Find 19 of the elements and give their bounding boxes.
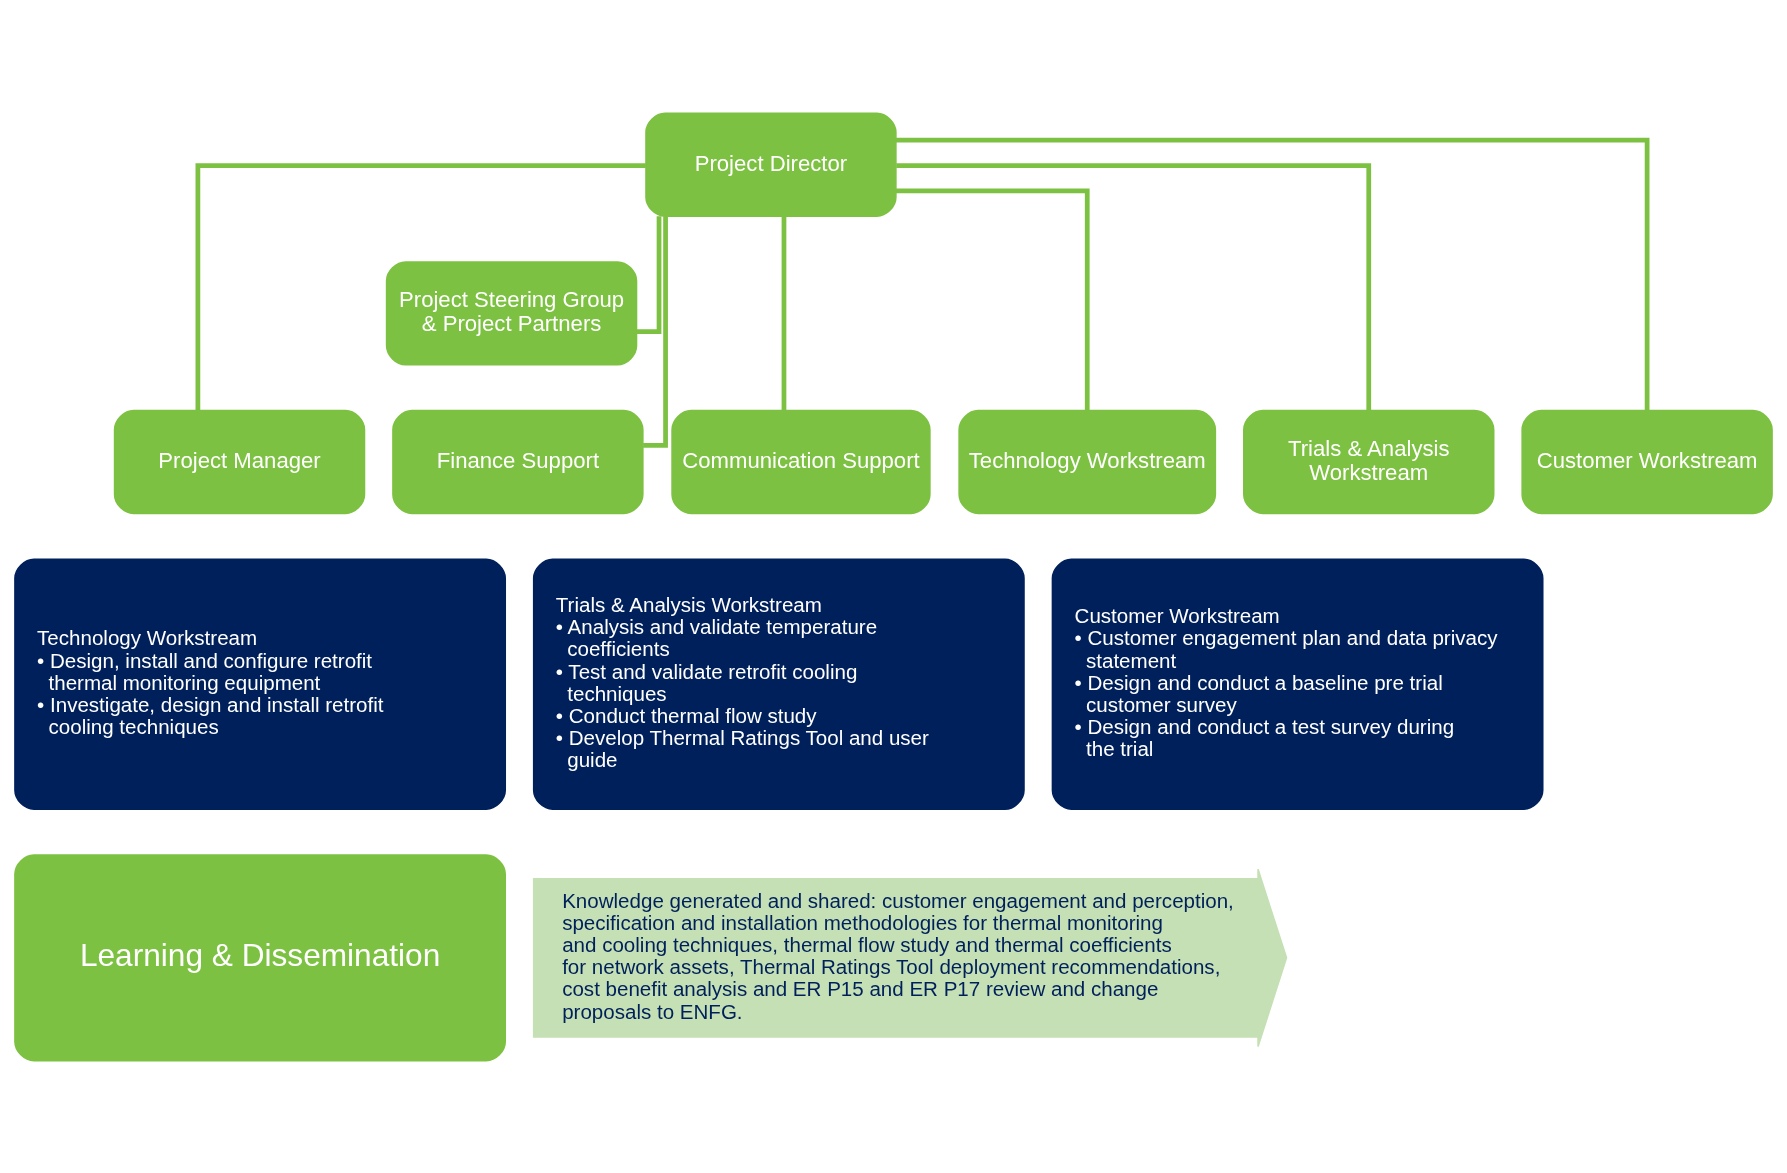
- node-box: Communication Support: [671, 409, 931, 514]
- connector: [896, 162, 1372, 410]
- connector: [636, 215, 662, 334]
- node-box: Trials & Analysis Workstream • Analysis and validate temperature coefficients • Test and validate retrofit cooling techniques • Conduct thermal flow study • Develop Thermal Ratings Tool and user guide: [532, 558, 1025, 810]
- node-box: Finance Support: [392, 409, 644, 514]
- connector: [195, 162, 646, 410]
- node-box: Project Manager: [113, 409, 366, 514]
- node-box: Project Director: [645, 112, 897, 217]
- connector: [781, 216, 787, 410]
- node-box: Learning & Dissemination: [14, 853, 507, 1061]
- node-box: Project Steering Group & Project Partners: [385, 260, 638, 366]
- node-box: Technology Workstream: [958, 409, 1217, 514]
- node-box: Customer Workstream: [1521, 409, 1773, 514]
- connector: [896, 137, 1650, 410]
- node-box: Trials & Analysis Workstream: [1243, 409, 1495, 514]
- connector: [643, 215, 668, 448]
- node-box: Technology Workstream • Design, install and configure retrofit thermal monitoring equipment • Investigate, design and install retrofit cooling techniques: [14, 558, 507, 810]
- connector: [895, 187, 1090, 410]
- node-box: Customer Workstream • Customer engagement plan and data privacy statement • Design and conduct a baseline pre trial customer survey • Design and conduct a test survey during the trial: [1051, 558, 1544, 810]
